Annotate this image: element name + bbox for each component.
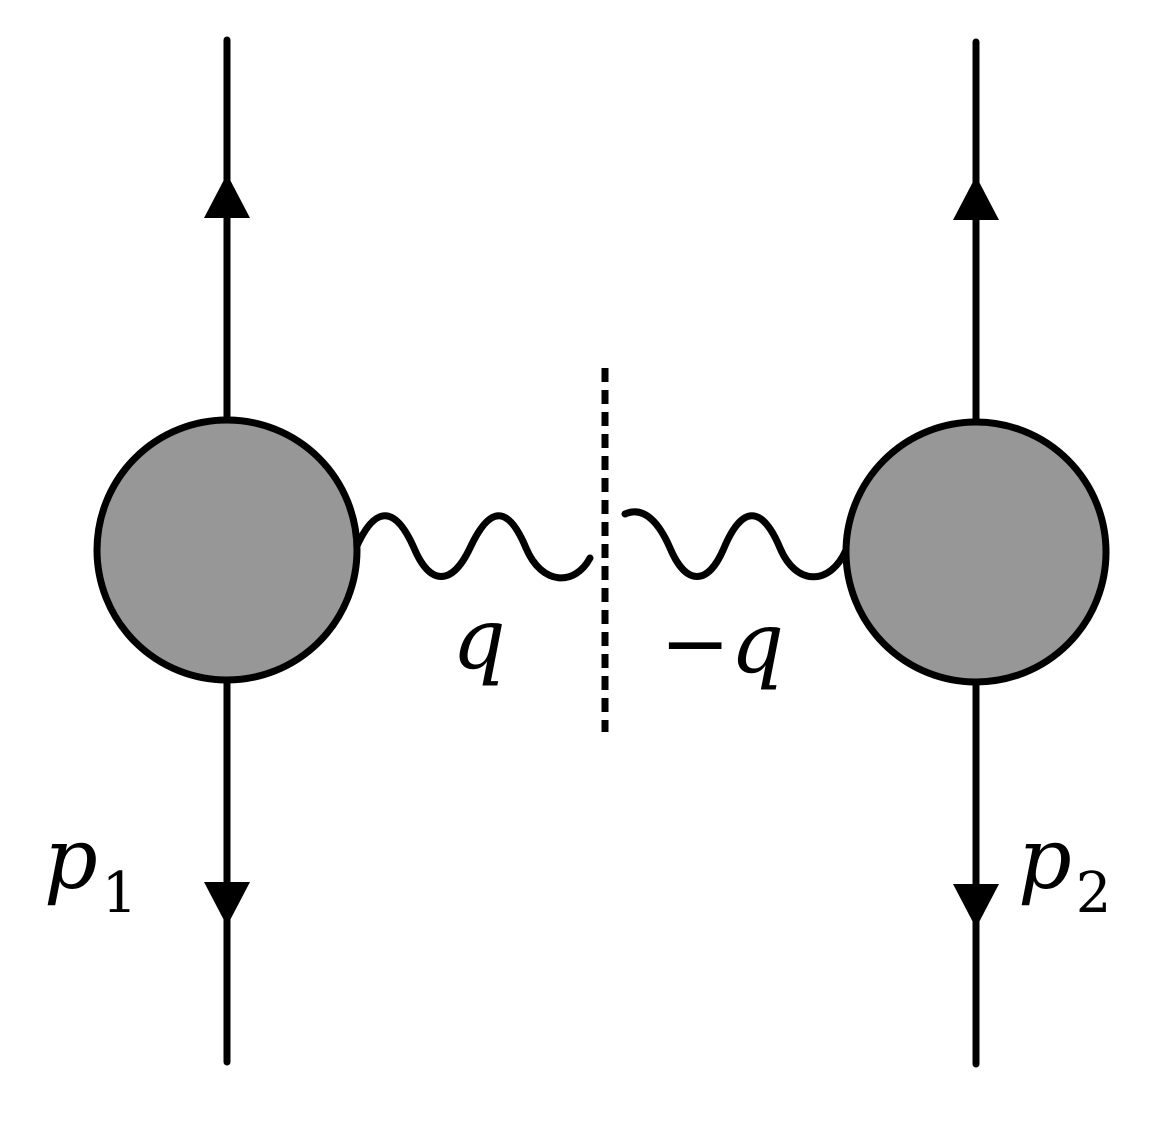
left-vertex-blob [93,416,361,684]
left-fermion-momentum-label: p1 [44,810,137,926]
right-lower-arrow-icon [953,884,999,928]
left-lower-arrow-icon [204,882,250,926]
right-fermion-momentum-label: p2 [1018,810,1111,926]
right-photon-momentum-label: −q [660,594,784,692]
right-photon-wavy-line [621,508,850,581]
left-photon-wavy-line [352,512,594,582]
right-upper-arrow-icon [953,176,999,220]
right-vertex-blob [842,418,1110,686]
left-upper-arrow-icon [204,174,250,218]
left-photon-momentum-label: q [452,590,506,688]
